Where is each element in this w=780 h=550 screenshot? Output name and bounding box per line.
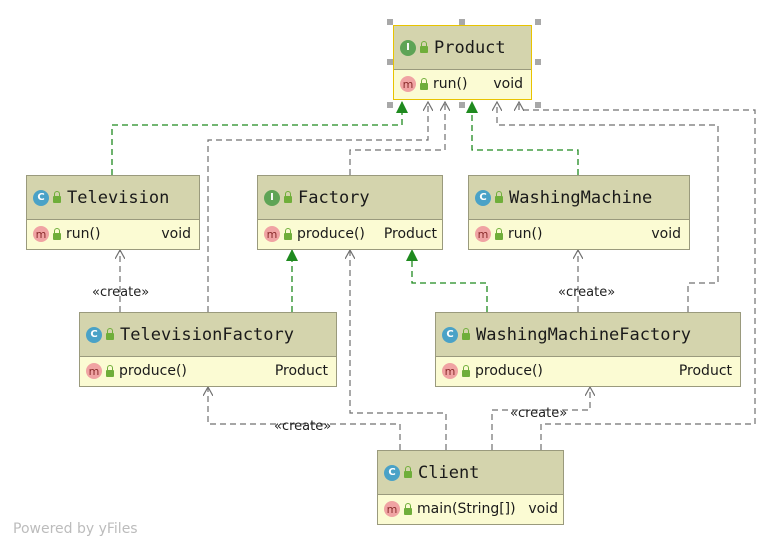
edge-television-realizes-product — [111, 101, 408, 175]
lock-icon — [284, 191, 292, 203]
edge-factory-uses-product — [349, 102, 445, 175]
selection-handle[interactable] — [387, 102, 393, 108]
selection-handle[interactable] — [535, 19, 541, 25]
lock-icon — [495, 191, 503, 203]
create-label-televisionfactory: «create» — [274, 419, 332, 434]
class-icon: C — [442, 326, 458, 343]
lock-icon — [53, 191, 61, 203]
lock-icon — [106, 364, 114, 377]
method-name: run() — [508, 226, 543, 242]
method-row[interactable]: m main(String[]) void — [378, 495, 563, 523]
lock-icon — [420, 77, 428, 90]
method-name: produce() — [475, 363, 543, 379]
class-name: WashingMachineFactory — [476, 324, 691, 345]
method-row[interactable]: m run() void — [394, 70, 531, 98]
edge-client-creates-televisionfactory — [208, 387, 401, 450]
selection-handle[interactable] — [459, 19, 465, 25]
edge-washingmachine-realizes-product — [466, 101, 579, 175]
method-name: run() — [433, 76, 468, 92]
return-type: void — [528, 501, 558, 517]
method-icon: m — [400, 76, 416, 92]
class-node-washingmachine[interactable]: C WashingMachine m run() void — [468, 175, 690, 250]
create-label-television: «create» — [92, 285, 150, 300]
method-icon: m — [442, 363, 458, 379]
edge-televisionfactory-uses-product — [207, 102, 428, 312]
lock-icon — [284, 227, 292, 240]
class-header: C Client — [378, 451, 563, 495]
return-type: Product — [383, 226, 437, 242]
edge-client-uses-factory — [350, 250, 447, 450]
interface-icon: I — [264, 189, 280, 206]
method-name: produce() — [119, 363, 187, 379]
class-header: C WashingMachine — [469, 176, 689, 220]
selection-handle[interactable] — [535, 102, 541, 108]
class-header: I Product — [394, 26, 531, 70]
class-name: TelevisionFactory — [120, 324, 294, 345]
return-type: Product — [678, 363, 732, 379]
method-icon: m — [475, 226, 491, 242]
return-type: void — [161, 226, 191, 242]
class-name: Client — [418, 462, 480, 483]
lock-icon — [404, 502, 412, 515]
lock-icon — [53, 227, 61, 240]
class-name: Product — [434, 37, 506, 58]
class-icon: C — [475, 189, 491, 206]
class-header: C Television — [27, 176, 199, 220]
method-icon: m — [33, 226, 49, 242]
class-node-washingmachinefactory[interactable]: C WashingMachineFactory m produce() Prod… — [435, 312, 741, 387]
return-type: void — [651, 226, 681, 242]
return-type: void — [493, 76, 523, 92]
lock-icon — [106, 328, 114, 340]
watermark: Powered by yFiles — [13, 521, 138, 537]
class-header: C WashingMachineFactory — [436, 313, 740, 357]
method-row[interactable]: m produce() Product — [80, 357, 336, 385]
class-header: I Factory — [258, 176, 442, 220]
method-icon: m — [264, 226, 280, 242]
class-node-television[interactable]: C Television m run() void — [26, 175, 200, 250]
lock-icon — [420, 41, 428, 53]
return-type: Product — [274, 363, 328, 379]
class-node-televisionfactory[interactable]: C TelevisionFactory m produce() Product — [79, 312, 337, 387]
method-name: run() — [66, 226, 101, 242]
class-name: WashingMachine — [509, 187, 653, 208]
lock-icon — [462, 364, 470, 377]
method-row[interactable]: m produce() Product — [436, 357, 740, 385]
create-label-washingmachine: «create» — [558, 285, 616, 300]
create-label-washingmachinefactory: «create» — [510, 406, 568, 421]
method-name: produce() — [297, 226, 365, 242]
selection-handle[interactable] — [459, 102, 465, 108]
class-header: C TelevisionFactory — [80, 313, 336, 357]
class-name: Factory — [298, 187, 370, 208]
class-name: Television — [67, 187, 170, 208]
method-icon: m — [86, 363, 102, 379]
lock-icon — [404, 466, 412, 478]
edge-washingmachinefactory-realizes-factory — [406, 249, 488, 312]
class-icon: C — [384, 464, 400, 481]
edge-client-uses-product — [519, 102, 756, 450]
selection-handle[interactable] — [387, 59, 393, 65]
method-name: main(String[]) — [417, 501, 516, 517]
selection-handle[interactable] — [387, 19, 393, 25]
selection-handle[interactable] — [535, 59, 541, 65]
method-row[interactable]: m produce() Product — [258, 220, 442, 248]
edge-client-creates-washingmachinefactory — [491, 387, 590, 450]
class-node-factory[interactable]: I Factory m produce() Product — [257, 175, 443, 250]
class-icon: C — [86, 326, 102, 343]
method-icon: m — [384, 501, 400, 517]
method-row[interactable]: m run() void — [27, 220, 199, 248]
class-node-product[interactable]: I Product m run() void — [393, 25, 532, 100]
class-icon: C — [33, 189, 49, 206]
lock-icon — [462, 328, 470, 340]
edge-washingmachinefactory-uses-product — [497, 102, 719, 312]
method-row[interactable]: m run() void — [469, 220, 689, 248]
class-node-client[interactable]: C Client m main(String[]) void — [377, 450, 564, 525]
lock-icon — [495, 227, 503, 240]
interface-icon: I — [400, 39, 416, 56]
